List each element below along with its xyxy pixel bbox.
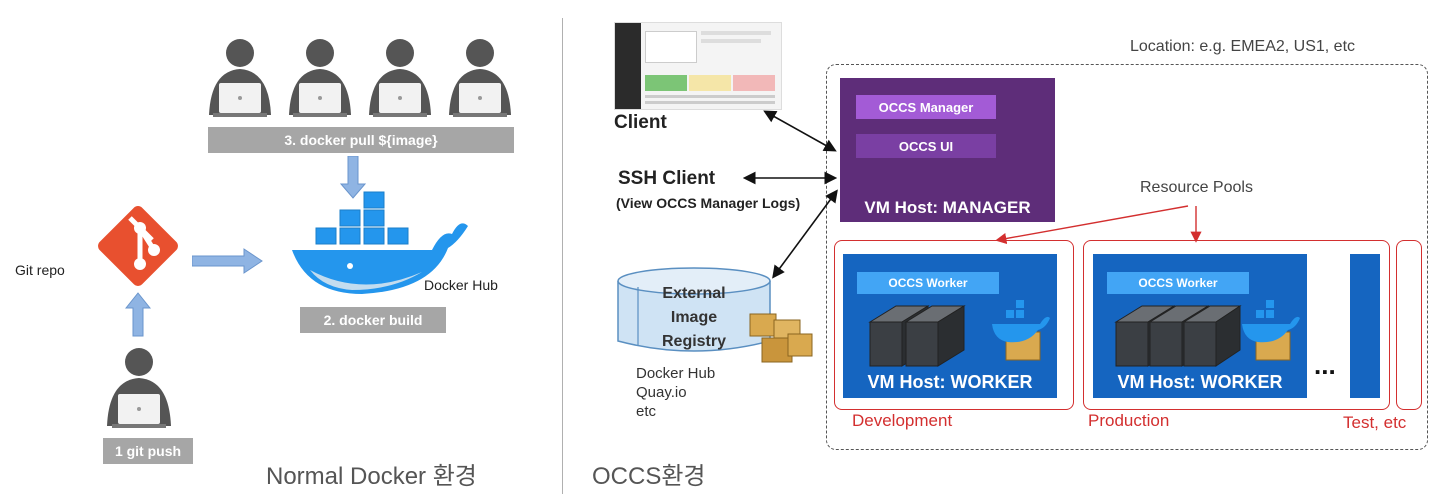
registry-line-3: Registry <box>661 333 727 350</box>
down-arrow-icon <box>340 156 366 199</box>
client-label: Client <box>614 112 667 133</box>
registry-label: External Image Registry <box>642 282 746 354</box>
pool-test-frame <box>1396 240 1422 410</box>
right-arrow-icon <box>192 248 263 274</box>
package-boxes-icon <box>749 313 813 363</box>
registry-line-1: External <box>662 285 726 302</box>
developer-icon <box>107 348 171 428</box>
docker-whale-icon <box>292 191 468 294</box>
worker-host-label: VM Host: WORKER <box>867 372 1033 392</box>
manager-host-label: VM Host: MANAGER <box>864 198 1031 217</box>
server-rack-icon <box>868 305 966 367</box>
worker-host-label: VM Host: WORKER <box>1117 372 1283 392</box>
git-logo-icon <box>98 206 178 286</box>
occs-caption: OCCS환경 <box>592 463 706 490</box>
registry-line-2: Image <box>670 309 718 326</box>
client-screenshot <box>614 22 782 110</box>
registry-examples: Docker Hub Quay.io etc <box>636 364 715 421</box>
step-git-push: 1 git push <box>103 438 193 464</box>
step-docker-pull: 3. docker pull ${image} <box>208 127 514 153</box>
pool-production-frame <box>1083 240 1390 410</box>
pool-development-frame <box>834 240 1074 410</box>
step-docker-build: 2. docker build <box>300 307 446 333</box>
docker-container-icon <box>992 300 1050 361</box>
registry-example: etc <box>636 403 657 420</box>
occs-worker-box: OCCS Worker <box>1107 272 1249 294</box>
ssh-client-sub: (View OCCS Manager Logs) <box>616 195 801 211</box>
occs-manager-box: OCCS Manager <box>856 95 996 119</box>
normal-docker-caption: Normal Docker 환경 <box>266 463 477 490</box>
server-rack-icon <box>1114 305 1242 367</box>
worker-host-box-partial <box>1350 254 1380 398</box>
up-arrow-icon <box>125 292 151 337</box>
panel-divider <box>562 18 563 494</box>
pool-test-label: Test, etc <box>1343 413 1407 432</box>
registry-example: Quay.io <box>636 384 687 401</box>
pool-development-label: Development <box>852 411 953 430</box>
location-label: Location: e.g. EMEA2, US1, etc <box>1130 38 1356 55</box>
docker-hub-label: Docker Hub <box>424 277 498 293</box>
docker-container-icon <box>1242 300 1300 361</box>
occs-worker-box: OCCS Worker <box>857 272 999 294</box>
more-workers-ellipsis: ... <box>1314 350 1336 380</box>
registry-example: Docker Hub <box>636 365 716 382</box>
occs-ui-box: OCCS UI <box>856 134 996 158</box>
resource-pools-label: Resource Pools <box>1140 179 1253 196</box>
ssh-client-label: SSH Client <box>618 168 716 189</box>
git-repo-label: Git repo <box>15 262 65 278</box>
database-icon <box>617 267 771 352</box>
pool-production-label: Production <box>1088 411 1170 430</box>
